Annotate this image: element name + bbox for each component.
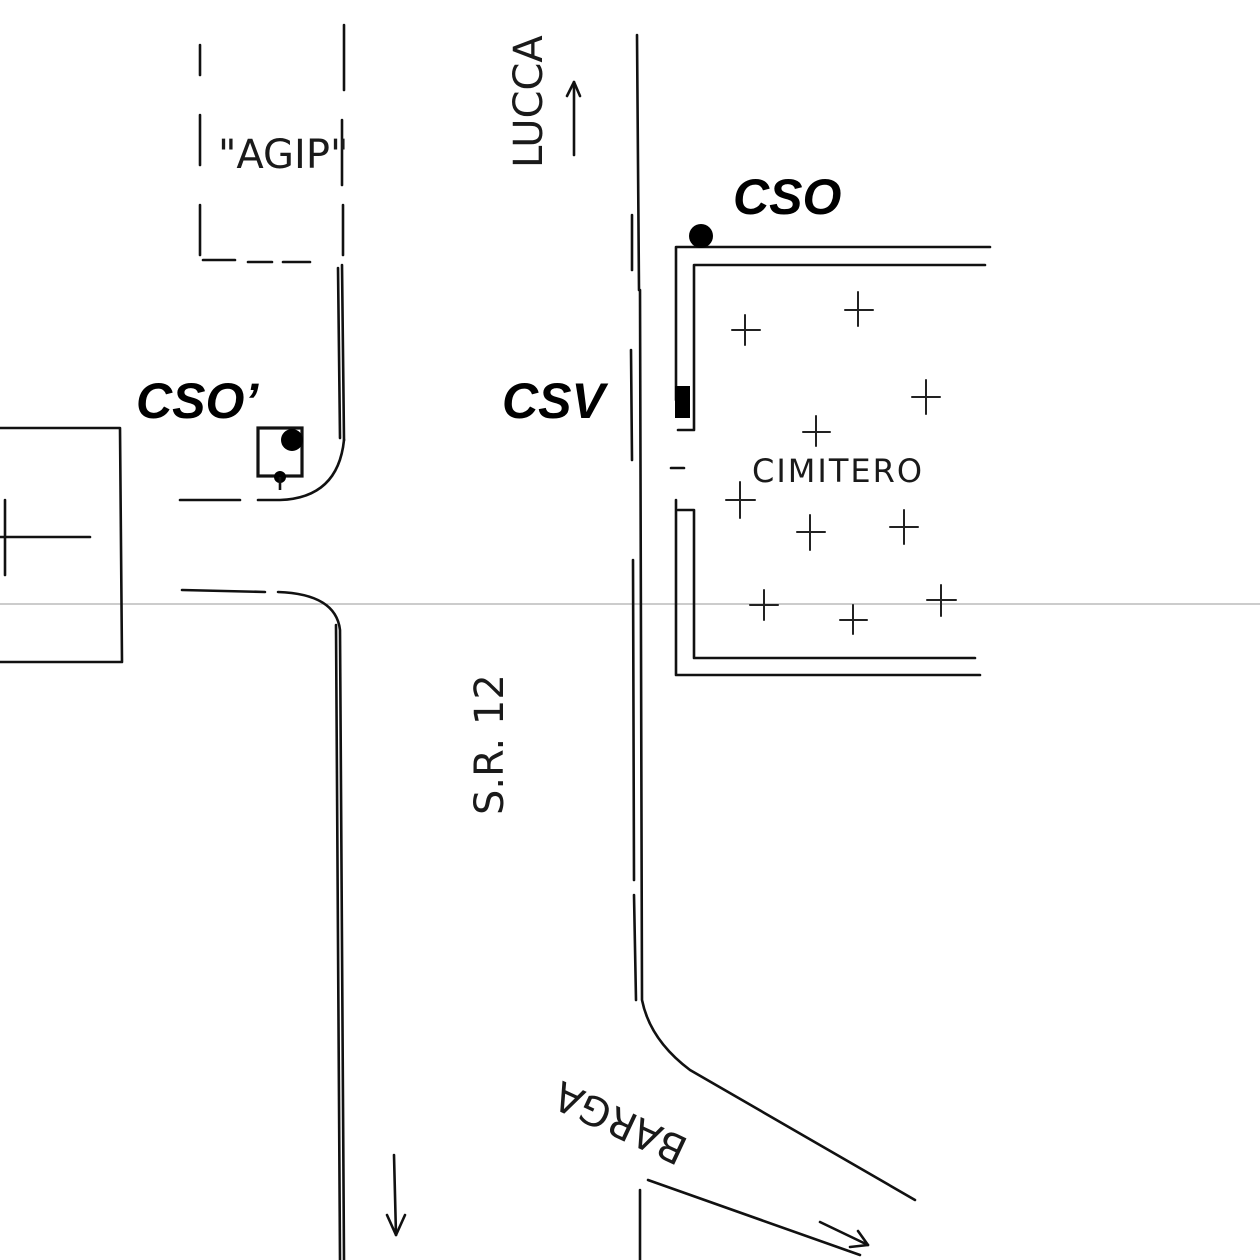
cross-icon [731, 314, 761, 346]
cross-icon [802, 415, 831, 447]
cross-icon [844, 291, 874, 327]
left-road-edge [178, 263, 346, 1260]
csv-marker [675, 386, 690, 418]
main-road-right-edge [629, 33, 917, 1260]
cross-icon [839, 604, 868, 635]
cross-icon [725, 481, 756, 519]
cso-marker [689, 224, 713, 248]
cross-icon [911, 379, 941, 415]
cross-icon [749, 589, 779, 621]
agip-station-outline [198, 23, 346, 264]
arrow-right-icon [818, 1220, 870, 1249]
cross-icon [796, 514, 826, 551]
cemetery-wall [669, 245, 992, 677]
csv-label: CSV [502, 373, 608, 429]
left-building [0, 426, 124, 664]
cso-prime-marker [256, 426, 304, 490]
dot-marker-icon [281, 429, 303, 451]
agip-label: "AGIP" [218, 132, 348, 178]
cso-label: CSO [733, 169, 841, 225]
arrow-up-icon [565, 80, 582, 157]
cimitero-label: CIMITERO [752, 452, 924, 490]
road-label: S.R. 12 [467, 674, 513, 815]
cso-prime-label: CSO’ [136, 373, 259, 429]
arrow-down-icon [385, 1153, 407, 1237]
barga-label: BARGA [546, 1071, 694, 1173]
graves [725, 291, 957, 635]
lucca-label: LUCCA [506, 35, 552, 168]
cross-icon [926, 584, 957, 617]
cross-icon [889, 509, 919, 545]
